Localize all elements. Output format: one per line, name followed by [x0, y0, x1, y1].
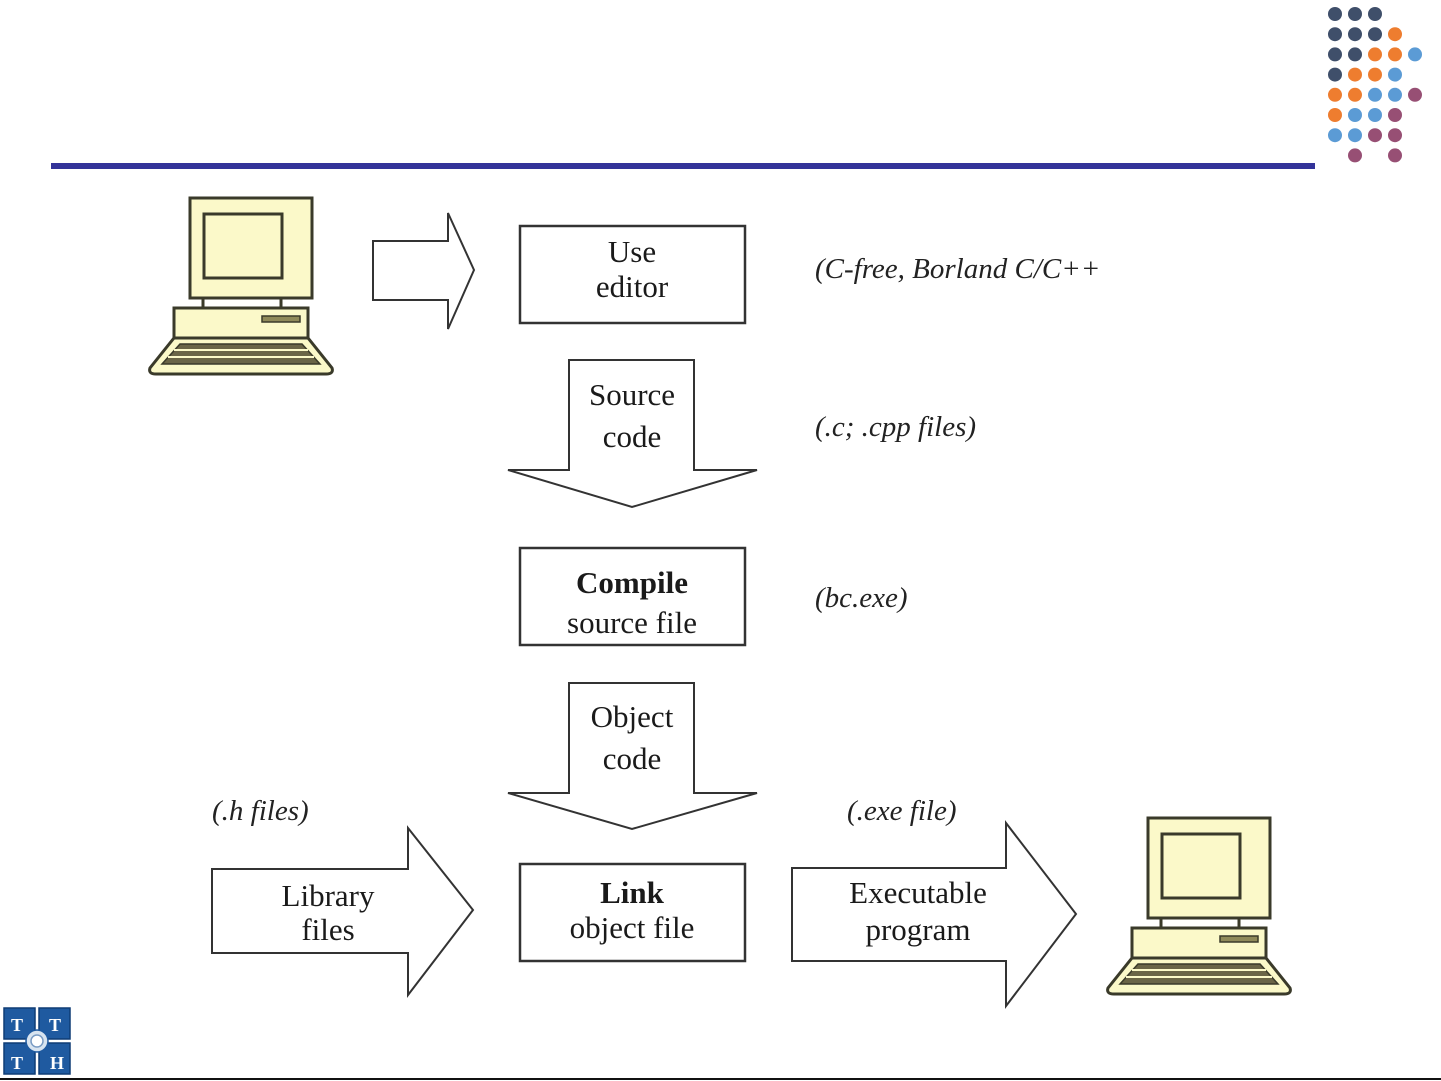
source-code-line2: code	[603, 419, 662, 454]
executable-program-arrow: Executable program	[792, 823, 1076, 1006]
library-note: (.h files)	[212, 795, 309, 827]
library-files-line2: files	[301, 912, 354, 947]
executable-line1: Executable	[849, 875, 987, 910]
link-box: Link object file	[520, 864, 745, 961]
executable-line2: program	[865, 912, 970, 947]
use-editor-box: Use editor	[520, 226, 745, 323]
editor-note: (C-free, Borland C/C++	[815, 253, 1100, 285]
source-code-arrow: Source code	[508, 360, 757, 507]
use-editor-line2: editor	[596, 269, 669, 304]
use-editor-line1: Use	[608, 234, 656, 269]
object-code-arrow: Object code	[508, 683, 757, 829]
source-note: (.c; .cpp files)	[815, 411, 976, 443]
compile-note: (bc.exe)	[815, 582, 908, 614]
compile-line2: source file	[567, 605, 697, 640]
logo-letter: T	[49, 1015, 61, 1035]
compile-box: Compile source file	[520, 548, 745, 645]
compile-line1: Compile	[576, 565, 688, 600]
logo-letter: H	[50, 1053, 64, 1073]
source-code-line1: Source	[589, 377, 675, 412]
computer-icon	[1108, 818, 1291, 994]
library-files-line1: Library	[282, 878, 375, 913]
logo-letter: T	[11, 1015, 23, 1035]
exec-note: (.exe file)	[847, 795, 956, 827]
ttth-logo-icon: T T T H	[3, 1007, 71, 1075]
link-line1: Link	[600, 875, 665, 910]
logo-letter: T	[11, 1053, 23, 1073]
computer-icon	[150, 198, 333, 374]
object-code-line1: Object	[591, 699, 674, 734]
library-files-arrow: Library files	[212, 828, 473, 995]
link-line2: object file	[570, 910, 695, 945]
right-arrow-icon	[373, 213, 474, 329]
footer-rule	[0, 1078, 1441, 1080]
object-code-line2: code	[603, 741, 662, 776]
